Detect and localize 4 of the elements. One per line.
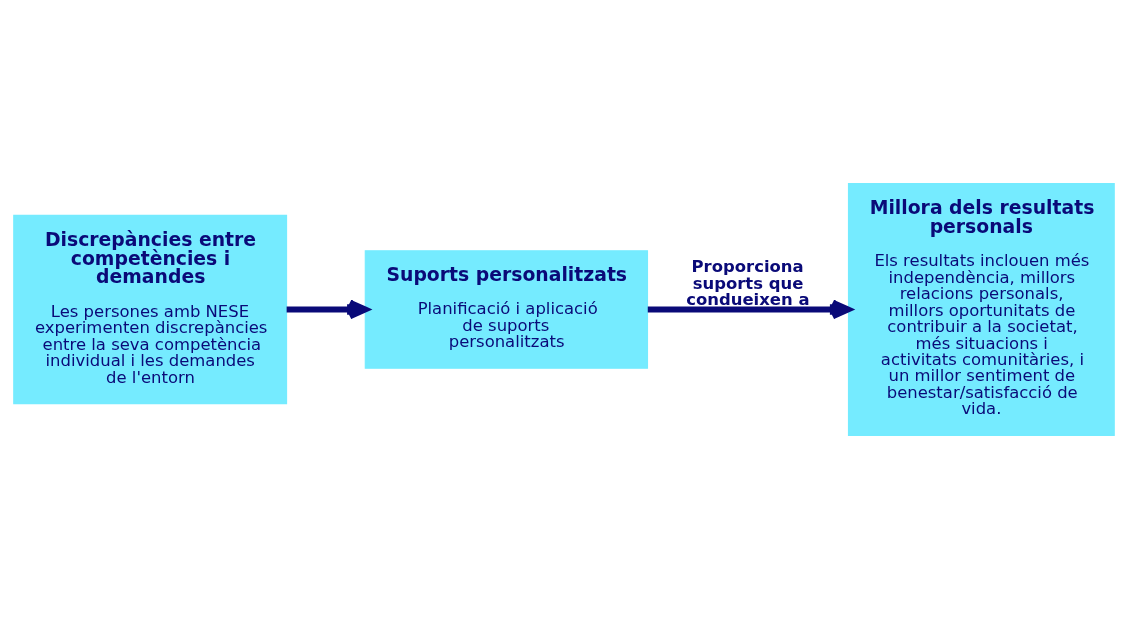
node-box: Millora dels resultats personals Els resultats inclouen més independència, millors relacions personals, millors oportunitats de contribuir a la societat, més situacions i activitats comunitàries, i un millor sentiment de benestar/satisfacció de vida. — [847, 183, 1115, 436]
node-box: Discrepàncies entre competències i demandes Les persones amb NESE experimenten discrepàncies entre la seva competència individual i les demandes de l'entorn — [13, 214, 288, 405]
edge-label: Proporciona suports que condueixen a — [686, 257, 810, 310]
node-box: Suports personalitzats Planificació i aplicació de suports personalitzats — [364, 250, 649, 369]
